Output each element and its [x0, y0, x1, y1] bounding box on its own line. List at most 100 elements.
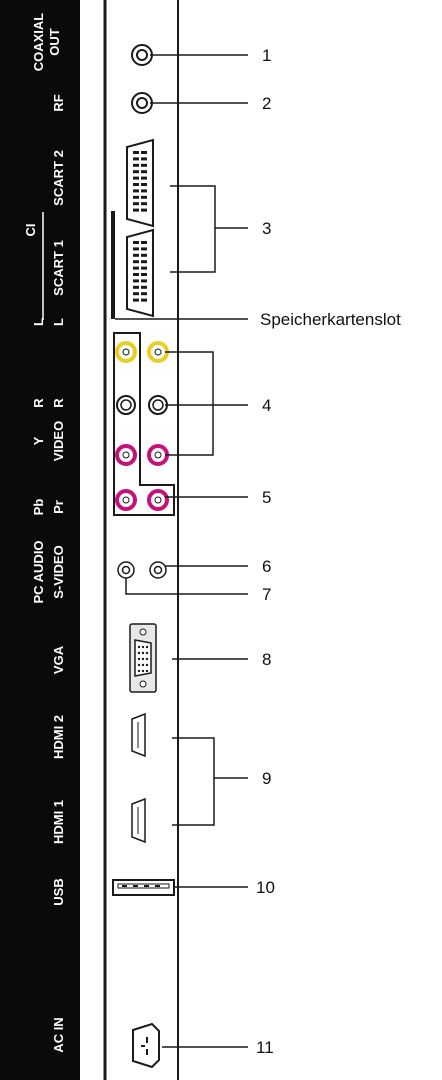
vga-pin — [145, 669, 149, 673]
scart-pin — [133, 195, 139, 199]
s-video-jack-icon — [149, 561, 167, 579]
scart-pin — [141, 253, 147, 257]
leader-9 — [172, 737, 248, 826]
label-pc-audio: PC AUDIO — [31, 540, 46, 603]
label-ac-in: AC IN — [51, 1017, 66, 1052]
leader-4 — [165, 351, 248, 456]
label-pr: Pr — [51, 500, 66, 514]
scart-pin — [133, 241, 139, 244]
scart-pin — [133, 298, 139, 302]
callout-11: 11 — [256, 1038, 274, 1057]
scart-pin — [141, 279, 147, 283]
scart-pin — [141, 151, 147, 154]
label-hdmi2: HDMI 2 — [51, 715, 66, 759]
scart-pin — [133, 266, 139, 270]
scart-pin — [133, 273, 139, 276]
label-scart2: SCART 2 — [51, 150, 66, 206]
scart-pin — [133, 170, 139, 174]
scart-pin — [141, 176, 147, 180]
scart-pin — [133, 279, 139, 283]
vga-pin — [145, 663, 149, 667]
vga-pin — [145, 657, 149, 661]
label-l-right: L — [51, 318, 66, 326]
scart-pin — [141, 208, 147, 212]
callout-1: 1 — [262, 46, 271, 65]
scart-pin — [133, 189, 139, 193]
audio-l-jack-right-icon — [147, 341, 169, 363]
y-video-jack-left-icon — [115, 444, 137, 466]
label-video: VIDEO — [51, 421, 66, 461]
scart-pin — [141, 163, 147, 167]
vga-pin — [137, 657, 141, 661]
scart-pin — [141, 266, 147, 270]
vga-pin — [145, 645, 149, 649]
vga-pin — [137, 669, 141, 673]
vga-pin — [137, 645, 141, 649]
scart-pin — [141, 170, 147, 174]
coaxial-out-jack-icon — [131, 44, 153, 66]
scart-pin — [133, 253, 139, 257]
scart1-port-icon — [126, 228, 154, 318]
leader-lines — [115, 54, 248, 1048]
callout-6: 6 — [262, 557, 271, 576]
scart-pin — [141, 273, 147, 276]
scart-pin — [141, 260, 147, 264]
scart-pin — [141, 241, 147, 244]
scart-pin — [141, 202, 147, 206]
ci-card-slot-icon — [111, 211, 115, 319]
scart-pin — [133, 208, 139, 212]
scart-pin — [141, 285, 147, 289]
label-scart1: SCART 1 — [51, 240, 66, 296]
callout-5: 5 — [262, 488, 271, 507]
vga-pin — [137, 663, 141, 667]
hdmi1-port-icon — [131, 797, 146, 844]
callout-numbers: 1 2 3 Speicherkartenslot 4 5 6 7 8 9 10 … — [256, 46, 401, 1057]
callout-2: 2 — [262, 94, 271, 113]
scart-pin — [141, 247, 147, 251]
scart-pin — [141, 189, 147, 193]
vga-pin — [141, 669, 145, 673]
leader-3 — [170, 185, 248, 273]
power-socket-icon — [132, 1022, 160, 1069]
vga-pin — [141, 663, 145, 667]
label-pb: Pb — [31, 499, 46, 516]
label-l-left: L — [31, 318, 46, 326]
scart-pin — [141, 183, 147, 186]
label-coaxial-out-line2: OUT — [47, 28, 62, 56]
scart-pin — [133, 247, 139, 251]
label-rf: RF — [51, 94, 66, 111]
audio-l-jack-left-icon — [115, 341, 137, 363]
side-labels: COAXIAL OUT RF SCART 2 CI SCART 1 L L R … — [23, 13, 66, 1053]
usb-port-icon — [112, 879, 175, 896]
vga-pin — [141, 645, 145, 649]
scart-pin — [141, 292, 147, 296]
scart-pin — [141, 157, 147, 161]
scart-pin — [133, 176, 139, 180]
vga-pin — [141, 651, 145, 655]
scart-pin — [133, 285, 139, 289]
scart-pin — [133, 157, 139, 161]
callout-4: 4 — [262, 396, 271, 415]
scart-pin — [133, 151, 139, 154]
audio-r-jack-right-icon — [148, 395, 168, 415]
label-r-left: R — [31, 398, 46, 408]
label-vga: VGA — [51, 645, 66, 674]
scart-pin — [141, 298, 147, 302]
scart-pin — [141, 195, 147, 199]
scart2-port-icon — [126, 138, 154, 228]
audio-r-jack-left-icon — [116, 395, 136, 415]
pr-jack-icon — [147, 489, 169, 511]
callout-slot: Speicherkartenslot — [260, 310, 401, 329]
label-coaxial-out-line1: COAXIAL — [31, 13, 46, 72]
rf-jack-icon — [131, 92, 153, 114]
scart-pin — [133, 260, 139, 264]
callout-7: 7 — [262, 585, 271, 604]
scart-pin — [133, 163, 139, 167]
label-r-right: R — [51, 398, 66, 408]
scart-pin — [133, 292, 139, 296]
vga-pin — [137, 651, 141, 655]
vga-pin — [145, 651, 149, 655]
scart-pin — [133, 202, 139, 206]
scart-pin — [133, 183, 139, 186]
